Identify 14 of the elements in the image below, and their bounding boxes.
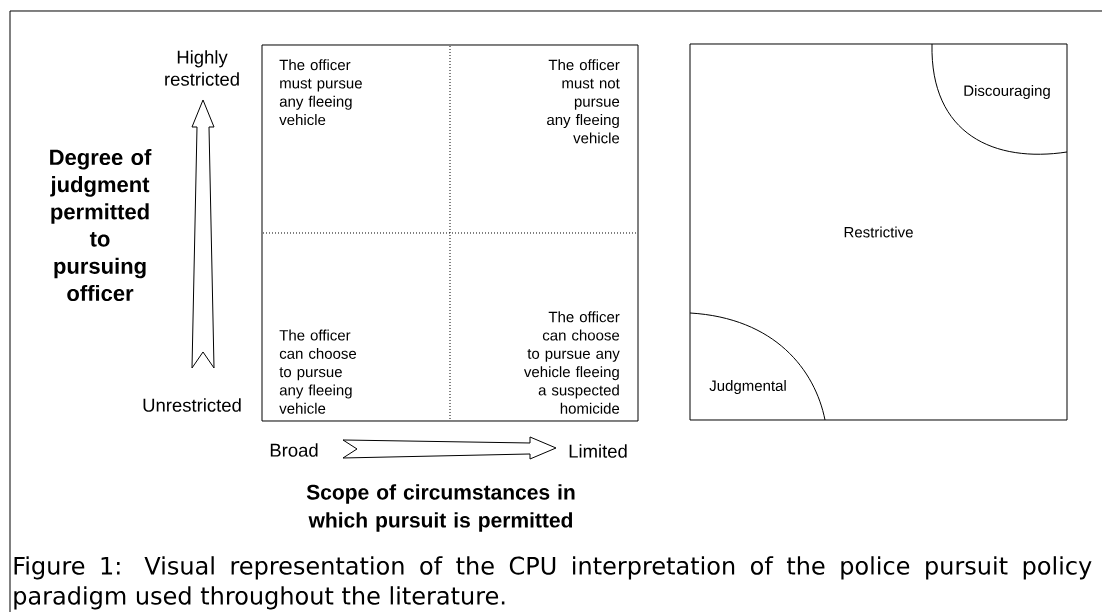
quadrant-text: The officer must pursue any fleeing vehicle: [279, 59, 362, 126]
quadrant-text: The officer must not pursue any fleeing vehicle: [547, 59, 620, 144]
figure-caption: Figure 1: Visual representation of the CPU interpretation of the police pursuit policy paradigm used throughout the literature.: [14, 556, 1092, 610]
policy-region: Discouraging: [931, 43, 1068, 155]
quadrant-grid: [261, 44, 639, 422]
axis-label: Highly restricted: [165, 50, 239, 86]
axis-label: Broad: [270, 443, 318, 457]
policy-region: Judgmental: [689, 312, 826, 421]
axis-title: Scope of circumstances in which pursuit is permitted: [306, 484, 575, 532]
axis-title: Degree of judgment permitted to pursuing officer: [50, 148, 152, 302]
axis-label: Unrestricted: [143, 398, 241, 412]
axis-label: Limited: [569, 444, 627, 458]
quadrant-text: The officer can choose to pursue any fleeing vehicle: [279, 329, 357, 414]
quadrant-text: The officer can choose to pursue any vehicle fleeing a suspected homicide: [523, 311, 620, 414]
